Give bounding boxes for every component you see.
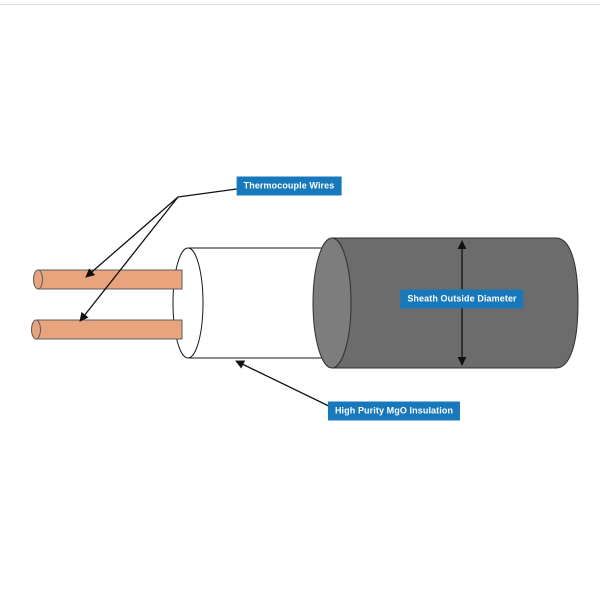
page-border [0, 4, 600, 5]
insulation-left-cap [172, 247, 204, 359]
leader-line-wire-bottom [79, 196, 179, 322]
thermocouple-wire-top [37, 269, 183, 290]
thermocouple-wire-bottom [35, 319, 183, 340]
label-sheath-outside-diameter: Sheath Outside Diameter [400, 289, 524, 309]
mgo-insulation-cylinder [172, 247, 335, 359]
thermocouple-wire-top-cap [33, 269, 43, 290]
thermocouple-wire-bottom-cap [31, 319, 41, 340]
annotation-lines [79, 187, 467, 411]
label-thermocouple-wires: Thermocouple Wires [236, 176, 342, 196]
insulation-body [187, 247, 335, 359]
leader-line-insulation [235, 360, 338, 411]
leader-line-thermocouple-stem [177, 187, 245, 198]
leader-line-wire-top [85, 196, 179, 278]
thermocouple-wires-group [31, 269, 183, 340]
sheath-left-cap [312, 237, 352, 369]
label-mgo-insulation: High Purity MgO Insulation [327, 401, 461, 421]
